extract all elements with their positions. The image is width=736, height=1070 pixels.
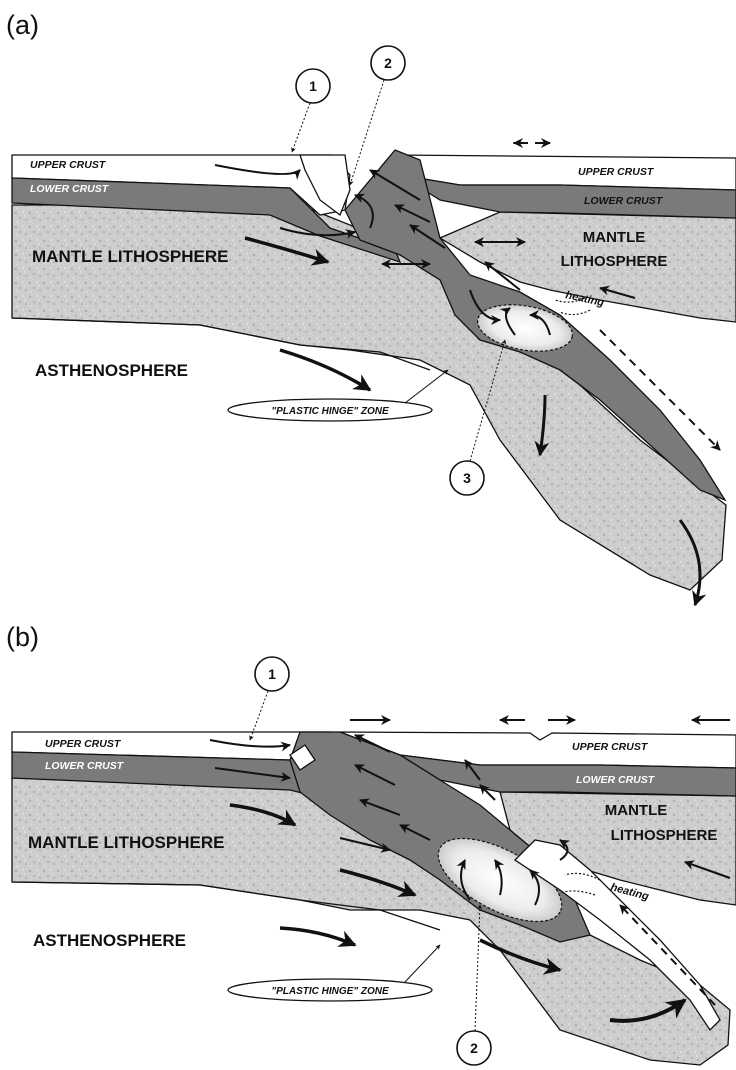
panel-a-label: (a) — [6, 10, 39, 40]
arrow-a-20 — [280, 350, 370, 390]
plastic-hinge-label-a: "PLASTIC HINGE" ZONE — [271, 406, 389, 417]
mantle-lithosphere-left-label-b: MANTLE LITHOSPHERE — [28, 833, 224, 852]
plastic-hinge-label-b: "PLASTIC HINGE" ZONE — [271, 986, 389, 997]
panel-b: (b) — [6, 622, 736, 1065]
marker-2-a-text: 2 — [384, 55, 392, 71]
marker-2-b-text: 2 — [470, 1040, 478, 1056]
arrow-b-16 — [280, 928, 355, 945]
mantle-right-label-b: MANTLE — [605, 802, 668, 819]
hinge-leader-a — [405, 370, 448, 403]
marker-1-a-text: 1 — [309, 78, 317, 94]
marker-1-b: 1 — [250, 657, 289, 740]
lithosphere-right-label-a: LITHOSPHERE — [561, 253, 668, 270]
mantle-right-label-a: MANTLE — [583, 229, 646, 246]
asthenosphere-label-a: ASTHENOSPHERE — [35, 361, 188, 380]
lithosphere-right-label-b: LITHOSPHERE — [611, 827, 718, 844]
lower-crust-left-label-a: LOWER CRUST — [30, 183, 110, 195]
marker-1-b-text: 1 — [268, 666, 276, 682]
panel-b-label: (b) — [6, 622, 39, 652]
lower-crust-right-label-a: LOWER CRUST — [584, 195, 664, 207]
lower-crust-right-label-b: LOWER CRUST — [576, 774, 656, 786]
upper-crust-left-label-a: UPPER CRUST — [30, 159, 107, 171]
lower-crust-left-label-b: LOWER CRUST — [45, 760, 125, 772]
upper-crust-right-label-b: UPPER CRUST — [572, 741, 649, 753]
upper-crust-right-label-a: UPPER CRUST — [578, 166, 655, 178]
marker-1-a: 1 — [292, 69, 330, 152]
hinge-leader-b — [405, 945, 440, 982]
mantle-lithosphere-left-label-a: MANTLE LITHOSPHERE — [32, 247, 228, 266]
upper-crust-left-label-b: UPPER CRUST — [45, 738, 122, 750]
marker-3-a-text: 3 — [463, 470, 471, 486]
panel-a: (a) — [6, 10, 736, 605]
asthenosphere-label-b: ASTHENOSPHERE — [33, 931, 186, 950]
